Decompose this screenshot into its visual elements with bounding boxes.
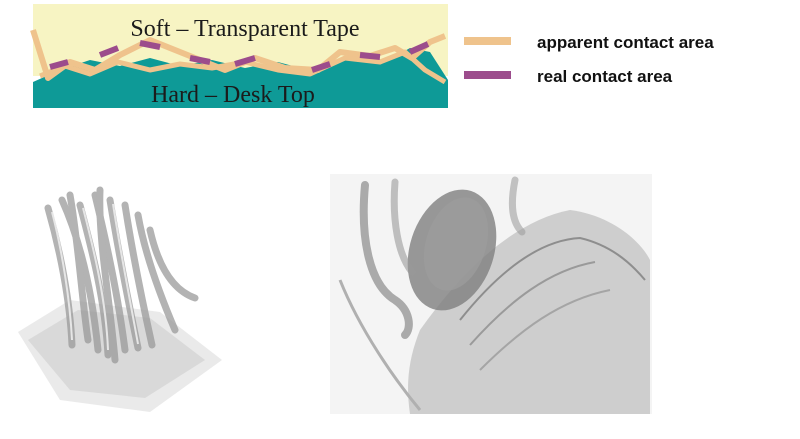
fibrillar-contact-sketch <box>18 186 222 412</box>
legend-swatch-apparent <box>464 37 511 45</box>
real-contact-segments <box>49 40 430 73</box>
desk-region <box>33 48 448 108</box>
pad-contact-sketch <box>330 174 652 414</box>
tape-label: Soft – Transparent Tape <box>130 16 359 42</box>
desk-label: Hard – Desk Top <box>151 82 315 108</box>
legend: apparent contact area real contact area <box>464 33 714 86</box>
legend-label-apparent: apparent contact area <box>537 33 714 52</box>
legend-label-real: real contact area <box>537 67 673 86</box>
legend-swatch-real <box>464 71 511 79</box>
